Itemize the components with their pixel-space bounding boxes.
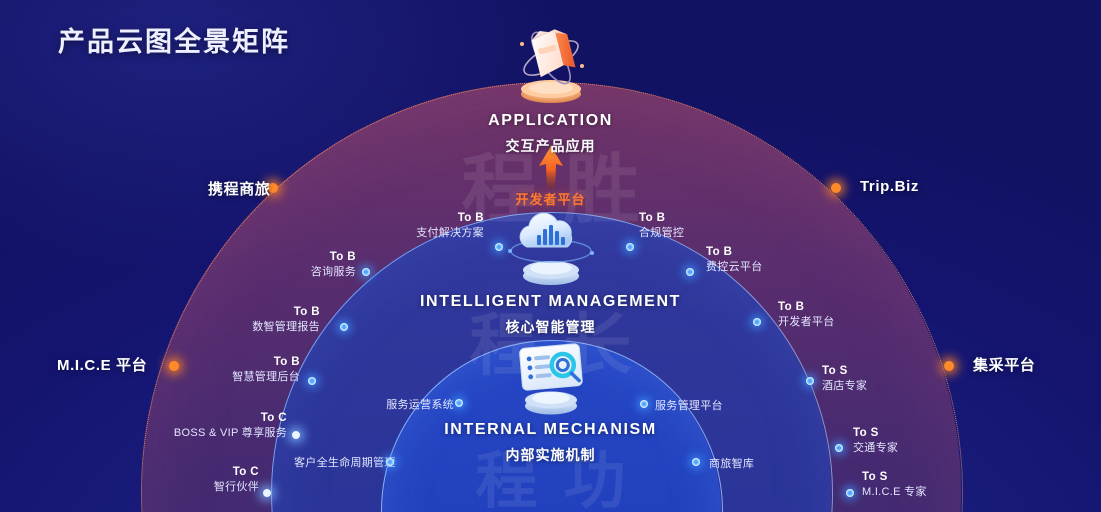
ring-heading-internal-mechanism: INTERNAL MECHANISM 内部实施机制 [444, 421, 657, 465]
node-compliance-control[interactable]: To B 合规管控 [639, 212, 729, 240]
node-category: To C [232, 466, 259, 478]
node-dot-digital-management-report[interactable] [340, 323, 348, 331]
page-title: 产品云图全景矩阵 [58, 27, 290, 57]
brand-label-xiecheng-shanglv[interactable]: 携程商旅 [208, 181, 271, 198]
node-label: 智行伙伴 [213, 481, 259, 493]
upward-arrow-icon [531, 146, 571, 197]
node-dot-service-operation-system[interactable] [455, 399, 463, 407]
ring-title-en-intelligent-management: INTELLIGENT MANAGEMENT [420, 293, 681, 310]
developer-platform-label: 开发者平台 [515, 192, 586, 207]
brand-label-mice-platform[interactable]: M.I.C.E 平台 [57, 357, 148, 374]
node-label: 开发者平台 [778, 316, 835, 328]
node-hotel-expert[interactable]: To S 酒店专家 [822, 365, 902, 393]
node-service-operation-system[interactable]: 服务运营系统 [376, 396, 454, 412]
node-label: 服务运营系统 [386, 399, 454, 411]
node-dot-transport-expert[interactable] [835, 444, 843, 452]
ring-heading-intelligent-management: INTELLIGENT MANAGEMENT 核心智能管理 [420, 293, 681, 337]
brand-dot-jicai-platform[interactable] [944, 361, 954, 371]
brand-dot-mice-platform[interactable] [169, 361, 179, 371]
node-dot-travel-think-tank[interactable] [692, 458, 700, 466]
node-category: To B [639, 212, 666, 224]
node-dot-expense-cloud-platform[interactable] [686, 268, 694, 276]
node-category: To S [862, 471, 888, 483]
node-dot-customer-lifecycle-management[interactable] [386, 458, 394, 466]
ring-title-cn-application: 交互产品应用 [505, 138, 596, 154]
node-category: To B [457, 212, 484, 224]
node-category: To C [260, 412, 287, 424]
node-dot-service-management-platform[interactable] [640, 400, 648, 408]
ring-title-cn-internal-mechanism: 内部实施机制 [505, 447, 596, 463]
node-label: 酒店专家 [822, 380, 868, 392]
node-service-management-platform[interactable]: 服务管理平台 [655, 397, 735, 413]
node-category: To B [273, 356, 300, 368]
node-expense-cloud-platform[interactable]: To B 费控云平台 [706, 246, 801, 274]
node-developer-platform[interactable]: To B 开发者平台 [778, 301, 873, 329]
brand-label-trip-biz[interactable]: Trip.Biz [860, 178, 919, 195]
cube-orbit-icon [499, 14, 603, 115]
node-dot-smart-travel-partner[interactable] [263, 489, 271, 497]
node-dot-boss-vip-service[interactable] [292, 431, 300, 439]
node-category: To B [329, 251, 356, 263]
node-label: M.I.C.E 专家 [862, 486, 927, 498]
node-label: 咨询服务 [310, 266, 356, 278]
node-transport-expert[interactable]: To S 交通专家 [853, 427, 933, 455]
ring-heading-application: APPLICATION 交互产品应用 [488, 112, 613, 156]
node-dot-payment-solution[interactable] [495, 243, 503, 251]
node-dot-compliance-control[interactable] [626, 243, 634, 251]
node-consulting-service[interactable]: To B 咨询服务 [241, 251, 356, 279]
node-digital-management-report[interactable]: To B 数智管理报告 [195, 306, 320, 334]
node-category: To S [822, 365, 848, 377]
node-dot-mice-expert[interactable] [846, 489, 854, 497]
node-label: 数智管理报告 [252, 321, 320, 333]
node-label: 客户全生命周期管理 [294, 457, 396, 469]
node-customer-lifecycle-management[interactable]: 客户全生命周期管理 [294, 454, 396, 470]
node-label: 合规管控 [639, 227, 685, 239]
node-travel-think-tank[interactable]: 商旅智库 [709, 455, 779, 471]
brand-dot-trip-biz[interactable] [831, 183, 841, 193]
node-label: 费控云平台 [706, 261, 763, 273]
node-smart-travel-partner[interactable]: To C 智行伙伴 [179, 466, 259, 494]
node-mice-expert[interactable]: To S M.I.C.E 专家 [862, 471, 957, 499]
dashboard-search-icon [507, 338, 595, 423]
ring-title-en-application: APPLICATION [488, 112, 613, 129]
node-category: To B [706, 246, 733, 258]
node-label: 服务管理平台 [655, 400, 723, 412]
node-label: 交通专家 [853, 442, 899, 454]
brand-dot-xiecheng-shanglv[interactable] [268, 183, 278, 193]
node-category: To B [293, 306, 320, 318]
node-category: To S [853, 427, 879, 439]
node-label: 商旅智库 [709, 458, 755, 470]
node-dot-hotel-expert[interactable] [806, 377, 814, 385]
node-label: 支付解决方案 [416, 227, 484, 239]
ring-title-cn-intelligent-management: 核心智能管理 [505, 319, 596, 335]
node-payment-solution[interactable]: To B 支付解决方案 [406, 212, 484, 240]
node-smart-management-backend[interactable]: To B 智慧管理后台 [175, 356, 300, 384]
node-dot-developer-platform[interactable] [753, 318, 761, 326]
node-category: To B [778, 301, 805, 313]
brand-label-jicai-platform[interactable]: 集采平台 [973, 357, 1036, 374]
node-dot-smart-management-backend[interactable] [308, 377, 316, 385]
node-label: 智慧管理后台 [232, 371, 300, 383]
cloud-analytics-icon [503, 203, 599, 294]
node-label: BOSS & VIP 尊享服务 [173, 427, 287, 439]
node-boss-vip-service[interactable]: To C BOSS & VIP 尊享服务 [132, 412, 287, 440]
watermark-internal-mechanism: 程功 [475, 447, 652, 512]
node-dot-consulting-service[interactable] [362, 268, 370, 276]
ring-title-en-internal-mechanism: INTERNAL MECHANISM [444, 421, 657, 438]
